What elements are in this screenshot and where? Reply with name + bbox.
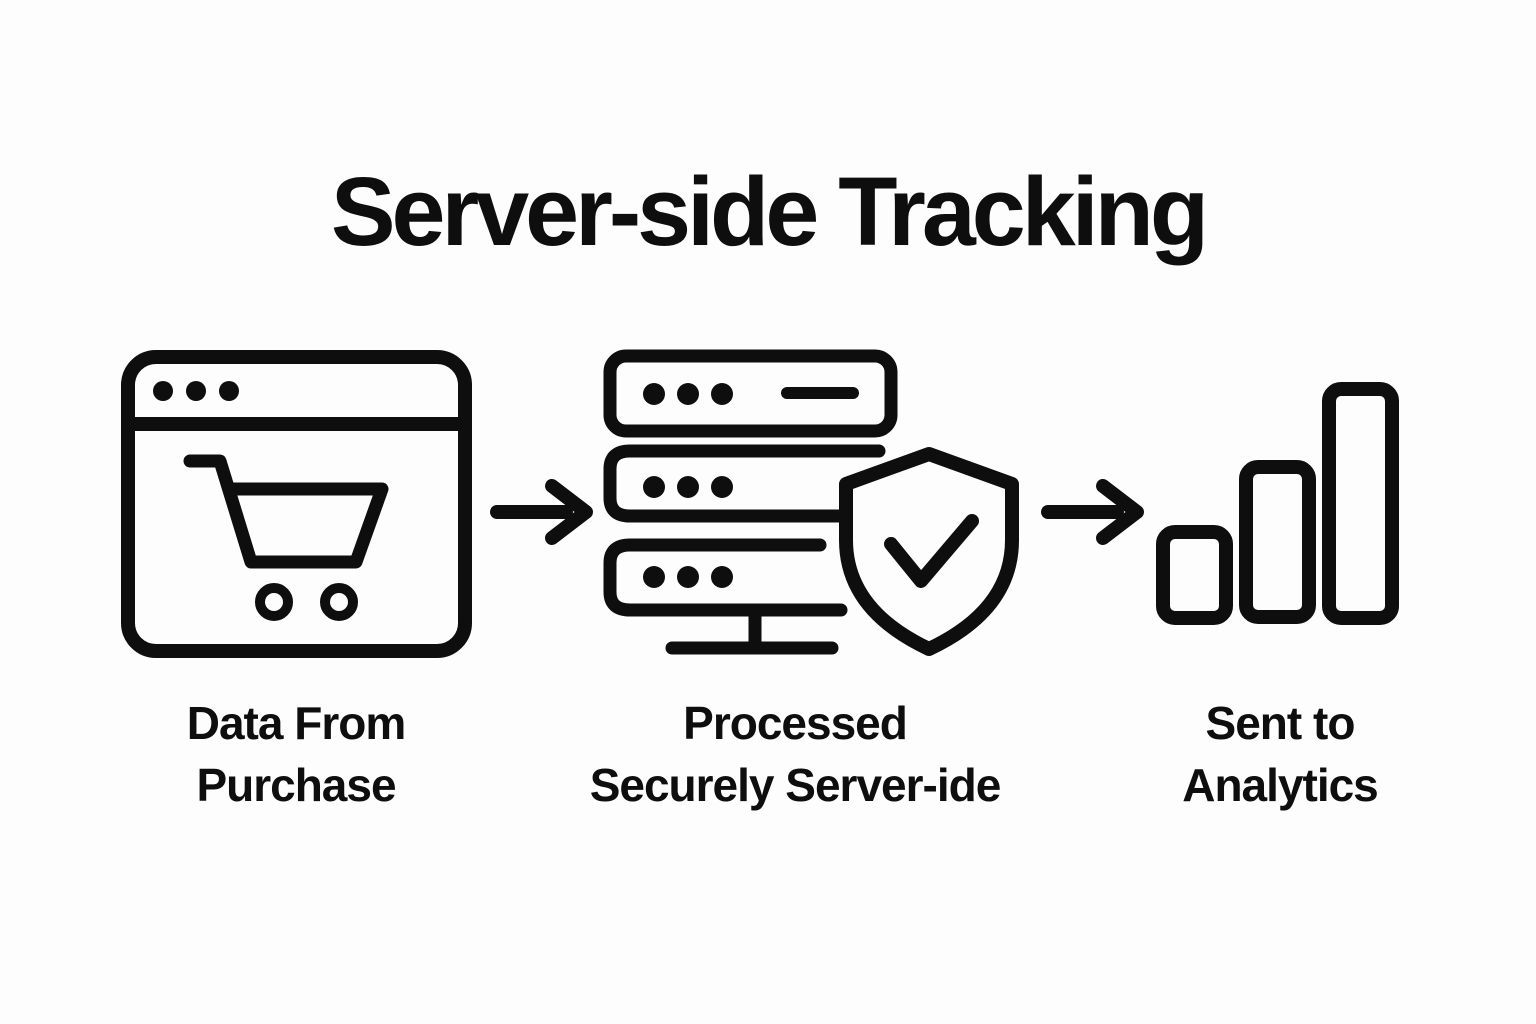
server-stack-shield-check-icon	[603, 349, 1019, 656]
step-label-line: Purchase	[196, 759, 396, 811]
step-label-line: Processed	[683, 697, 908, 749]
step-label-line: Securely Server-ide	[589, 759, 1002, 811]
browser-shopping-cart-icon	[121, 350, 472, 658]
shield-check-icon	[839, 447, 1019, 656]
page-title: Server-side Tracking	[330, 156, 1209, 266]
arrow-right-icon	[490, 479, 593, 545]
step-label-data-from-purchase: Data From Purchase	[36, 692, 556, 816]
step-label-line: Sent to	[1205, 697, 1356, 749]
step-label-line: Data From	[186, 697, 406, 749]
arrow-right-icon	[1041, 479, 1144, 545]
bar-chart-icon	[1156, 382, 1399, 625]
step-label-line: Analytics	[1182, 759, 1379, 811]
step-label-sent-to-analytics: Sent to Analytics	[1020, 692, 1536, 816]
step-label-processed-securely: Processed Securely Server-ide	[535, 692, 1055, 816]
